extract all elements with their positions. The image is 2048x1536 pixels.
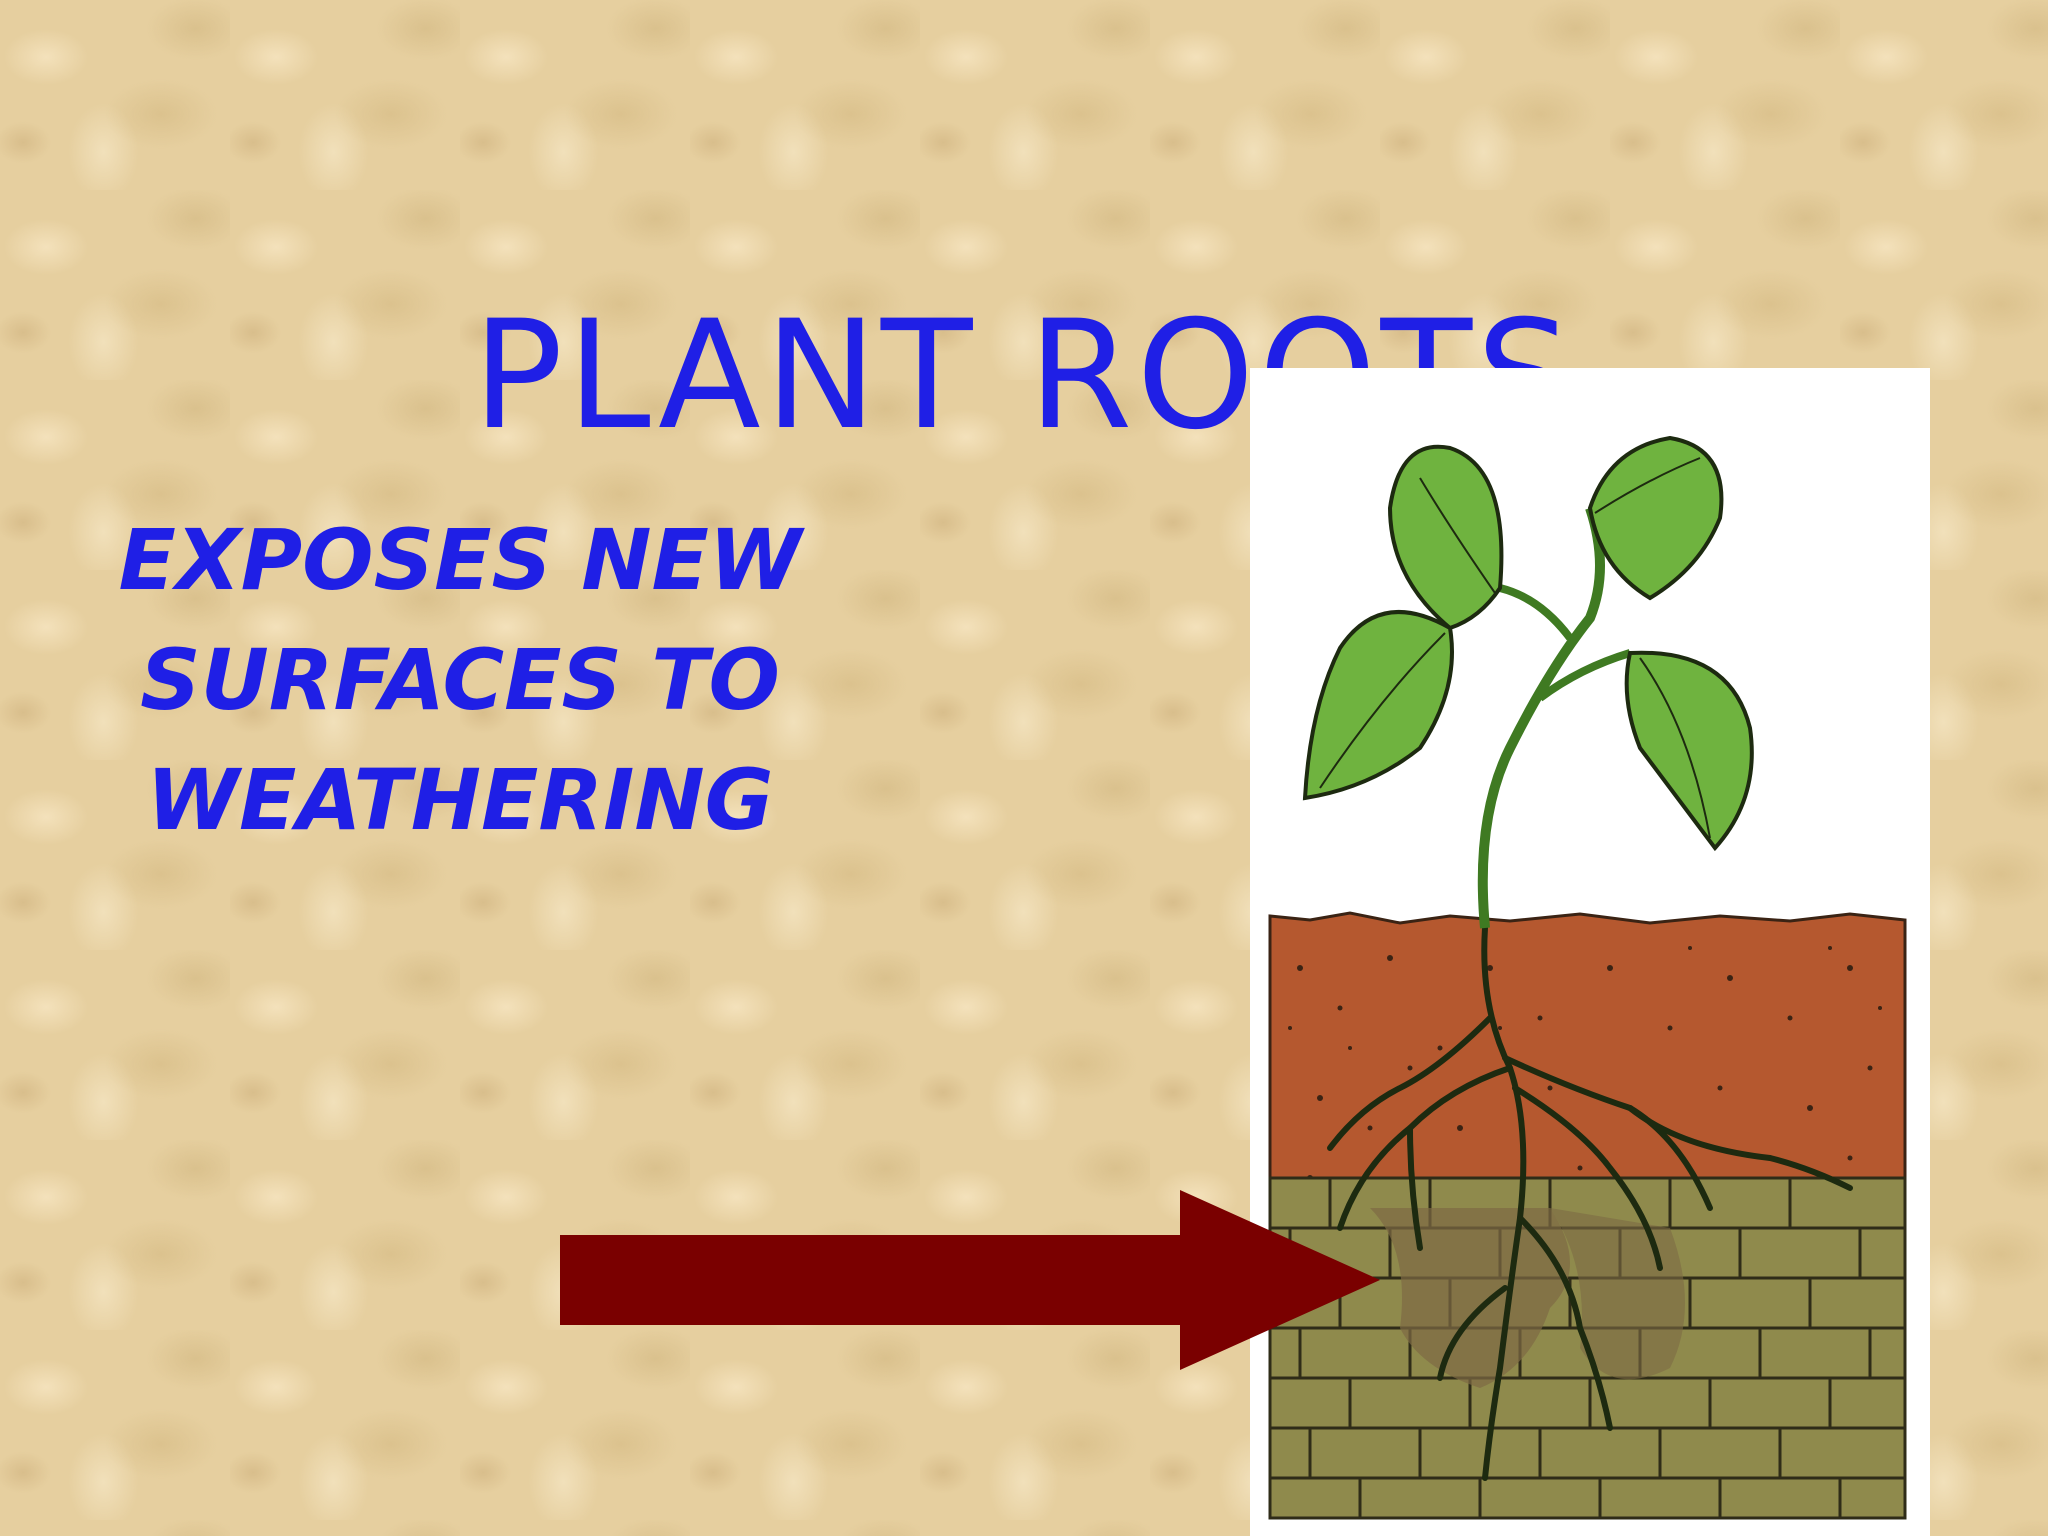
- bullet-line-2: SURFACES TO: [140, 631, 780, 729]
- weathered-rock-zone: [1370, 1208, 1570, 1388]
- plant-roots: [1327, 925, 1853, 1481]
- soil-layer: [1268, 911, 1907, 1220]
- bullet-line-1: EXPOSES NEW: [118, 511, 802, 609]
- plant-roots-illustration: [1250, 368, 1930, 1536]
- right-arrow-icon: [560, 1190, 1380, 1370]
- plant-leaves: [1302, 435, 1754, 852]
- leaf-veins: [1319, 457, 1711, 839]
- bullet-line-3: WEATHERING: [146, 751, 774, 849]
- plant-stem: [1477, 506, 1605, 929]
- bullet-text: EXPOSES NEW SURFACES TO WEATHERING: [60, 500, 860, 860]
